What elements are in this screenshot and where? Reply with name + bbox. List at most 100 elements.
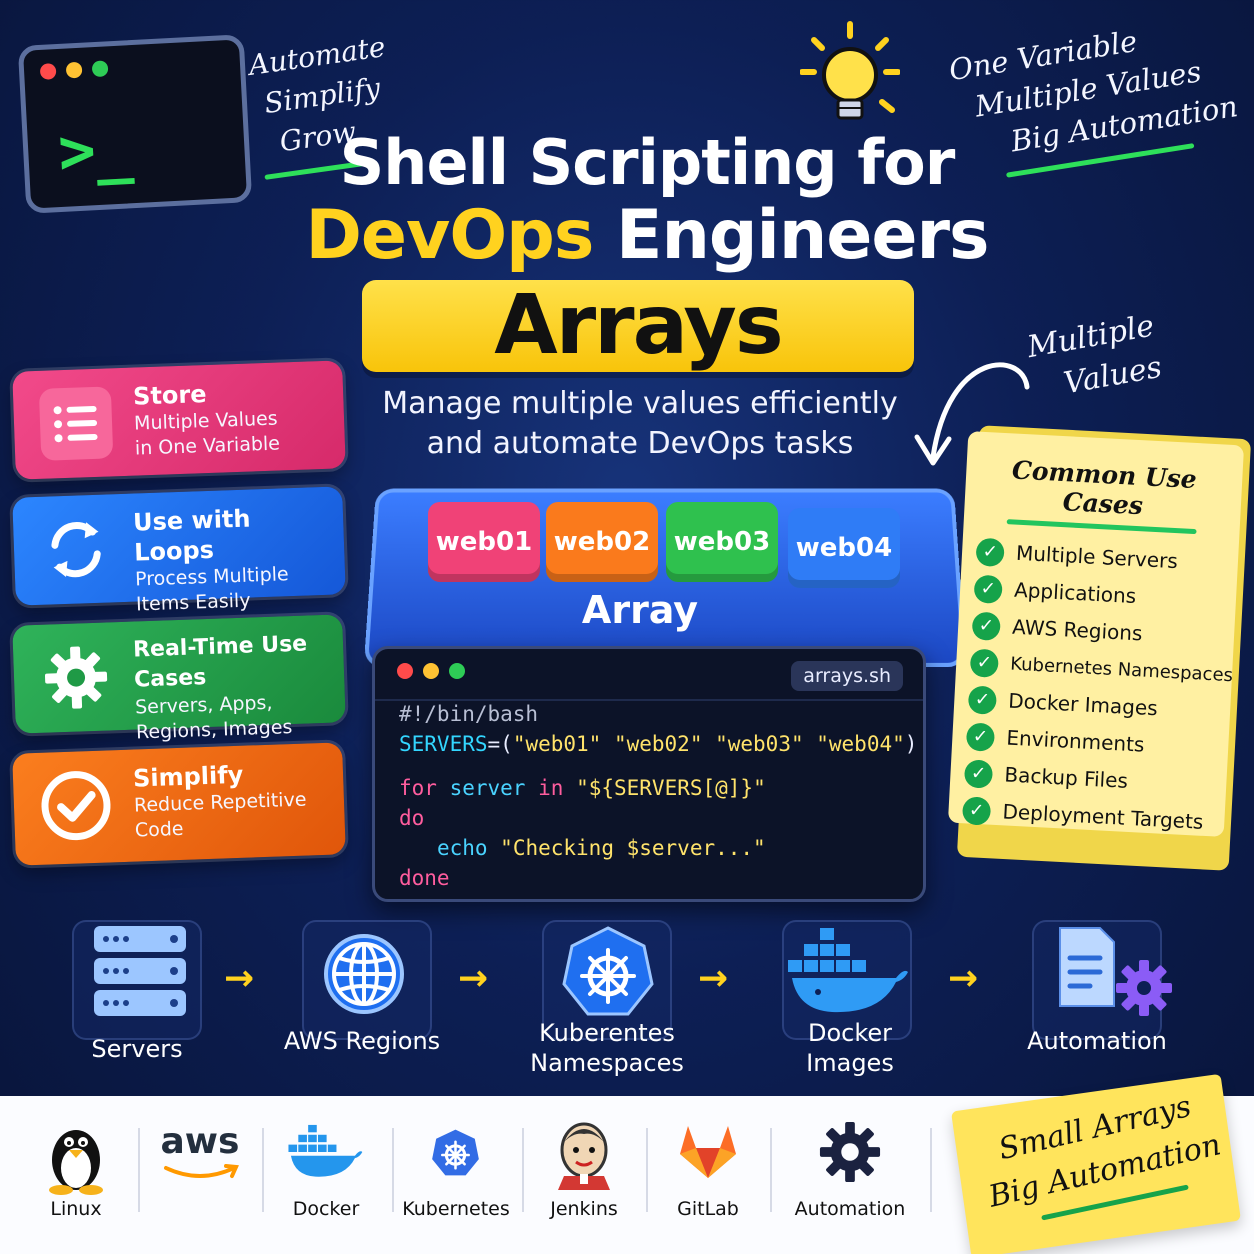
title-highlight: DevOps <box>305 196 594 275</box>
tool-automation: Automation <box>790 1120 910 1220</box>
window-controls <box>39 60 109 80</box>
checkmark-icon: ✓ <box>973 574 1003 604</box>
page-title-line2: DevOps Engineers <box>0 196 1254 275</box>
flow-label: Kuberentes Namespaces <box>522 1018 692 1078</box>
minimize-dot-icon <box>423 663 439 679</box>
flow-step-docker <box>782 920 912 1040</box>
arrow-right-icon: → <box>224 958 255 999</box>
file-name-tab[interactable]: arrays.sh <box>791 661 903 691</box>
code-token: =( <box>487 732 513 756</box>
tool-label: Kubernetes <box>402 1198 510 1220</box>
divider <box>138 1128 140 1212</box>
checkmark-icon: ✓ <box>971 611 1001 641</box>
use-cases-heading: Common Use Cases <box>1011 455 1198 521</box>
checkmark-icon: ✓ <box>963 758 994 789</box>
divider <box>930 1128 932 1212</box>
server-stack-icon <box>94 926 186 1016</box>
code-token: SERVERS <box>399 732 488 756</box>
subtitle: Manage multiple values efficiently and a… <box>340 384 940 464</box>
feature-card-loops: Use with Loops Process Multiple Items Ea… <box>12 486 346 616</box>
list-item-label: Applications <box>1013 577 1137 609</box>
gitlab-fox-icon <box>680 1126 736 1178</box>
list-icon <box>38 386 114 461</box>
title-rest: Engineers <box>616 196 990 275</box>
checkmark-icon: ✓ <box>967 684 998 715</box>
tool-linux: Linux <box>30 1120 122 1220</box>
flow-step-kubernetes <box>542 920 672 1040</box>
document-gear-icon <box>1059 927 1172 1016</box>
feature-card-store: Store Multiple Values in One Variable <box>12 360 346 480</box>
flow-step-aws-regions <box>302 920 432 1040</box>
kubernetes-helm-icon <box>562 926 654 1016</box>
card-heading: Use with Loops <box>132 504 251 567</box>
code-block: #!/bin/bash SERVERS=("web01" "web02" "we… <box>399 699 917 893</box>
tool-gitlab: GitLab <box>664 1120 752 1220</box>
flow-label-line: Docker <box>807 1019 893 1047</box>
feature-card-realtime: Real-Time Use Cases Servers, Apps, Regio… <box>12 614 346 744</box>
tool-label: Linux <box>50 1198 102 1220</box>
flow-step-automation <box>1032 920 1172 1040</box>
code-token: "${SERVERS[@]}" <box>576 776 766 800</box>
tool-aws: aws <box>150 1120 250 1220</box>
flow-label-line: AWS Regions <box>283 1027 441 1055</box>
tool-kubernetes: Kubernetes <box>402 1120 510 1220</box>
subtitle-line: Manage multiple values efficiently <box>382 386 898 421</box>
tool-label: Automation <box>794 1198 906 1220</box>
flow-label-line: Images <box>806 1049 894 1077</box>
code-token: ) <box>904 732 918 756</box>
curved-arrow-icon <box>914 362 1030 466</box>
card-heading: Real-Time Use Cases <box>132 631 308 693</box>
docker-whale-icon <box>788 928 908 1013</box>
code-token: #!/bin/bash <box>399 702 539 726</box>
flow-label: Servers <box>62 1034 212 1064</box>
use-cases-list: ✓Multiple Servers ✓Applications ✓AWS Reg… <box>961 533 1233 842</box>
maximize-dot-icon <box>91 60 109 78</box>
flow-label: AWS Regions <box>272 1026 452 1056</box>
code-token: echo <box>436 836 488 860</box>
code-token: for <box>399 776 437 800</box>
jenkins-butler-icon <box>558 1122 610 1190</box>
arrow-right-icon: → <box>698 958 729 999</box>
flow-label-line: Servers <box>91 1035 183 1063</box>
maximize-dot-icon <box>449 663 465 679</box>
checkmark-icon: ✓ <box>975 537 1005 567</box>
array-label: Array <box>581 588 699 632</box>
checkmark-icon: ✓ <box>969 647 1000 678</box>
close-dot-icon <box>397 663 413 679</box>
subtitle-line: and automate DevOps tasks <box>426 426 854 461</box>
flow-label: Automation <box>1012 1026 1182 1056</box>
tool-docker: Docker <box>280 1120 372 1220</box>
close-dot-icon <box>39 63 57 80</box>
aws-logo: aws <box>160 1121 240 1162</box>
code-window: arrays.sh #!/bin/bash SERVERS=("web01" "… <box>372 646 926 902</box>
tool-label: Jenkins <box>550 1198 618 1220</box>
gear-icon <box>39 640 113 714</box>
code-token: done <box>399 866 450 890</box>
flow-label: Docker Images <box>770 1018 930 1078</box>
tool-jenkins: Jenkins <box>540 1120 628 1220</box>
code-token: "web01" "web02" "web03" "web04" <box>512 732 905 756</box>
refresh-loop-icon <box>39 512 113 586</box>
globe-icon <box>324 934 404 1014</box>
array-item: web04 <box>788 508 900 588</box>
divider <box>770 1128 772 1212</box>
flow-label-line: Kuberentes <box>539 1019 675 1047</box>
code-token: "Checking $server..." <box>500 836 766 860</box>
divider <box>646 1128 648 1212</box>
kubernetes-helm-icon <box>432 1129 479 1176</box>
divider <box>522 1128 524 1212</box>
feature-card-simplify: Simplify Reduce Repetitive Code <box>12 742 346 866</box>
tool-label: Docker <box>292 1198 360 1220</box>
arrow-right-icon: → <box>458 958 489 999</box>
checkmark-icon: ✓ <box>961 795 992 826</box>
page-title-line1: Shell Scripting for <box>339 126 956 199</box>
flow-label-line: Automation <box>1027 1027 1167 1055</box>
array-item: web02 <box>546 502 658 582</box>
divider <box>392 1128 394 1212</box>
code-token: do <box>399 806 425 830</box>
aws-smile-icon <box>164 1164 239 1178</box>
minimize-dot-icon <box>65 61 83 79</box>
arrays-banner: Arrays <box>362 280 914 372</box>
docker-whale-icon <box>288 1124 363 1177</box>
check-circle-icon <box>39 768 113 842</box>
